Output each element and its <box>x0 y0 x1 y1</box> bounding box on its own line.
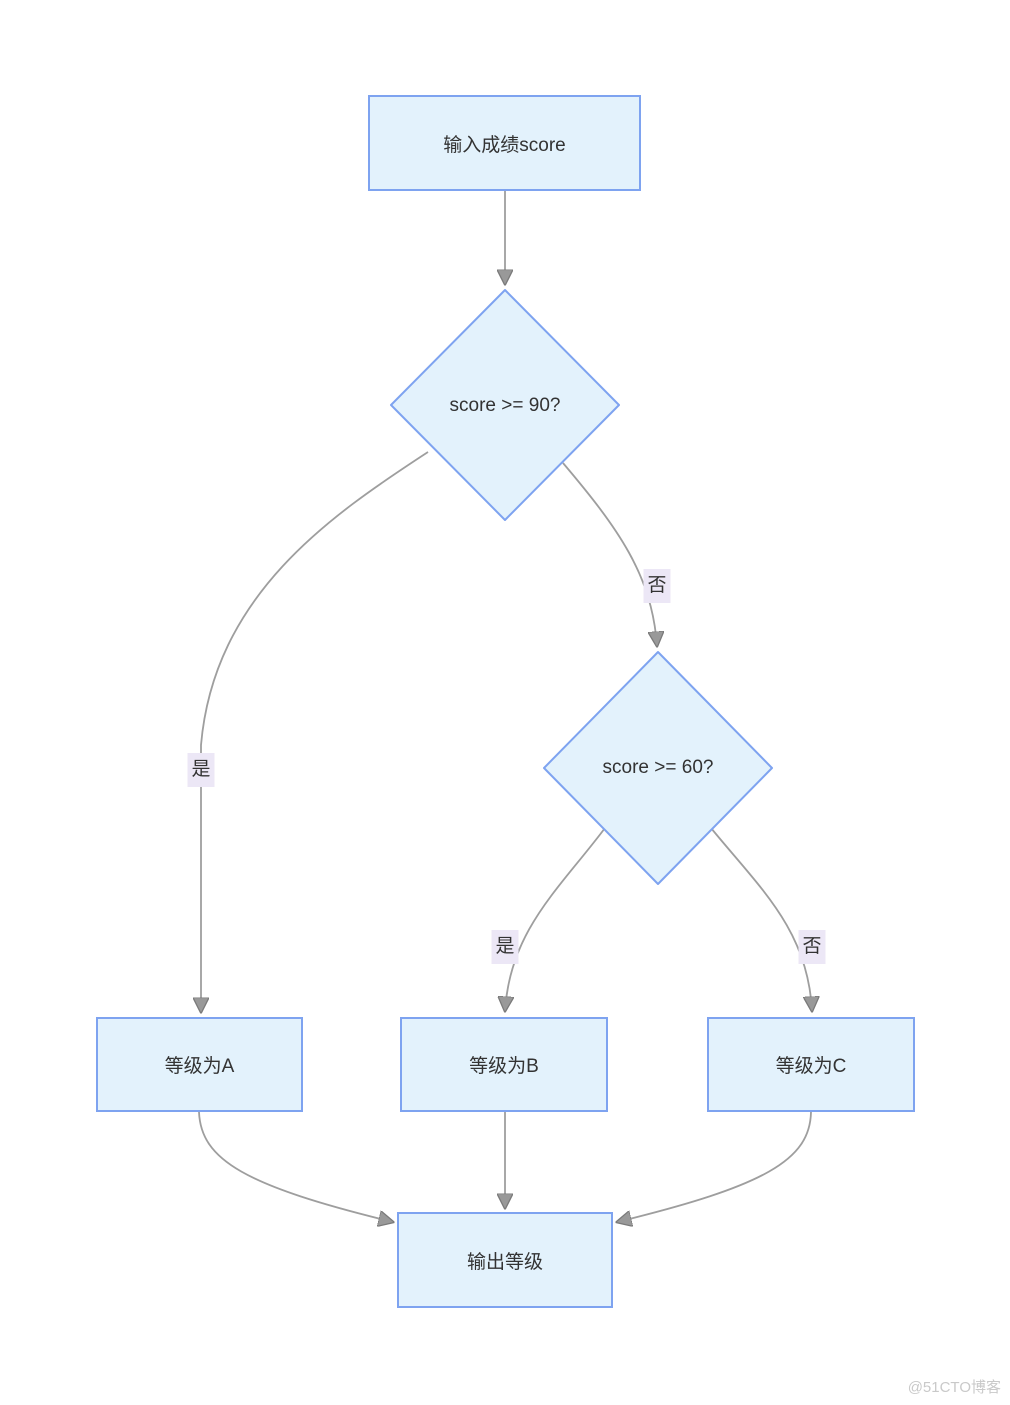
decision-score-60-shape <box>543 651 773 885</box>
edge-label-yes-2: 是 <box>491 930 519 964</box>
edge-label-no-1: 否 <box>643 569 671 603</box>
grade-a-node-label: 等级为A <box>164 1056 235 1077</box>
grade-a-node: 等级为A <box>96 1017 303 1112</box>
edge-label-no-2: 否 <box>798 930 826 964</box>
grade-c-node: 等级为C <box>707 1017 915 1112</box>
edge-decision2-no-to-gradeC <box>710 827 812 1011</box>
edge-label-yes-1: 是 <box>187 753 215 787</box>
edge-decision2-yes-to-gradeB <box>505 827 606 1011</box>
grade-b-node: 等级为B <box>400 1017 608 1112</box>
decision-score-90-shape <box>390 289 620 521</box>
grade-b-node-label: 等级为B <box>469 1056 539 1077</box>
edge-decision1-yes-to-gradeA <box>201 451 429 1012</box>
grade-c-node-label: 等级为C <box>775 1056 847 1077</box>
output-node-label: 输出等级 <box>466 1251 543 1273</box>
edge-decision1-no-to-decision2 <box>562 462 657 646</box>
decision-score-60-label: score >= 60? <box>602 757 714 778</box>
decision-score-90-label: score >= 90? <box>449 395 561 416</box>
edge-gradeA-to-output <box>198 1111 393 1222</box>
start-node: 输入成绩score <box>368 95 641 191</box>
output-node: 输出等级 <box>397 1212 613 1308</box>
watermark: @51CTO博客 <box>907 1379 1001 1396</box>
edge-gradeC-to-output <box>617 1111 812 1222</box>
start-node-label: 输入成绩score <box>443 134 566 156</box>
